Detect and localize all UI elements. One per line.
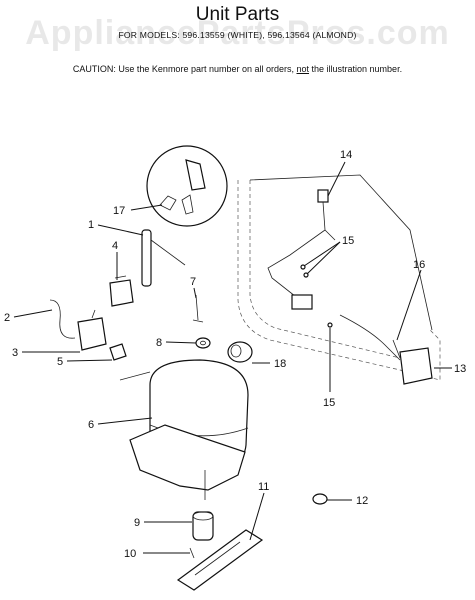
part-10-bolt — [189, 547, 195, 559]
part-9-grommet — [192, 511, 214, 541]
part-13-thermostat — [339, 314, 433, 385]
caution-suffix: the illustration number. — [309, 64, 403, 74]
model-subtitle: FOR MODELS: 596.13559 (WHITE), 596.13564… — [118, 30, 357, 40]
part-8-washer — [195, 337, 211, 349]
part-11-base-plate — [176, 529, 264, 591]
part-2-wire — [49, 299, 76, 339]
part-14-harness — [267, 189, 336, 310]
callout-1: 1 — [88, 219, 94, 231]
callout-2: 2 — [4, 312, 10, 324]
part-5-clip — [109, 343, 127, 361]
part-18-grommet — [227, 341, 253, 363]
callout-15b: 15 — [323, 397, 335, 409]
part-3-overload — [77, 309, 107, 351]
leader-lines — [13, 161, 452, 554]
callout-4: 4 — [112, 240, 118, 252]
detail-circle-17 — [146, 145, 228, 227]
part-7-screw — [192, 294, 204, 323]
callout-14: 14 — [340, 149, 352, 161]
callout-16: 16 — [413, 259, 425, 271]
caution-emphasis: not — [296, 64, 310, 74]
callout-17: 17 — [113, 205, 125, 217]
callout-6: 6 — [88, 419, 94, 431]
callout-10: 10 — [124, 548, 136, 560]
callout-9: 9 — [134, 517, 140, 529]
callout-labels: 1 2 3 4 5 6 7 8 9 10 11 12 13 14 15 15 1… — [4, 149, 466, 560]
caution-note: CAUTION: Use the Kenmore part number on … — [0, 64, 475, 74]
part-12-clip — [312, 493, 328, 505]
part-16-screw — [392, 339, 401, 359]
part-1-tube — [141, 229, 186, 287]
callout-5: 5 — [57, 356, 63, 368]
page-title: Unit Parts — [195, 4, 280, 25]
part-4-relay — [109, 275, 134, 307]
callout-18: 18 — [274, 358, 286, 370]
callout-13: 13 — [454, 363, 466, 375]
callout-12: 12 — [356, 495, 368, 507]
callout-7: 7 — [190, 276, 196, 288]
callout-15a: 15 — [342, 235, 354, 247]
callout-3: 3 — [12, 347, 18, 359]
caution-prefix: CAUTION: Use the Kenmore part number on … — [72, 64, 297, 74]
cabinet-outline — [237, 174, 441, 381]
part-6-compressor — [119, 359, 249, 500]
callout-11: 11 — [258, 481, 269, 493]
callout-8: 8 — [156, 337, 162, 349]
